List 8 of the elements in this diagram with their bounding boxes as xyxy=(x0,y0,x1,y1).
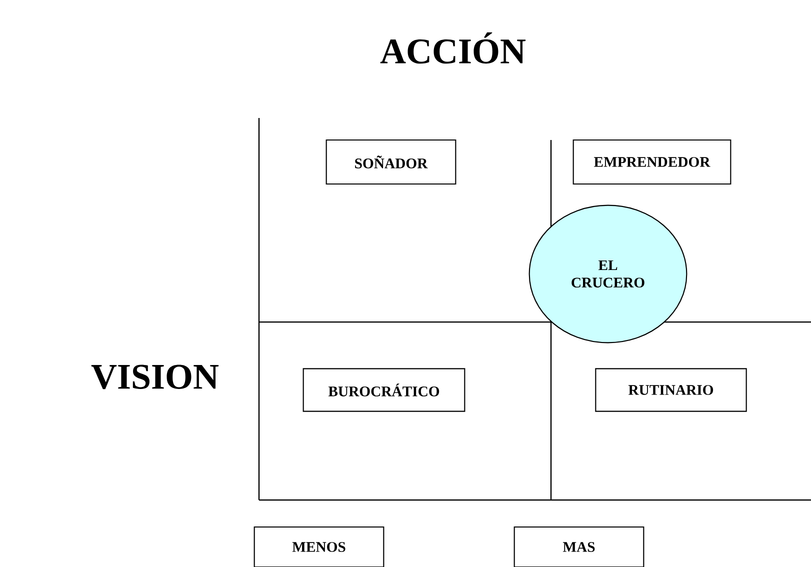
quadrant-box: MAS xyxy=(514,526,644,567)
quadrant-box: BUROCRÁTICO xyxy=(302,368,466,412)
quadrant-box: RUTINARIO xyxy=(595,368,747,412)
quadrant-box: SOÑADOR xyxy=(326,139,456,185)
title: ACCIÓN xyxy=(380,32,526,64)
quadrant-box: MENOS xyxy=(254,526,384,567)
axis-label: VISION xyxy=(91,364,219,390)
quadrant-box: EMPRENDEDOR xyxy=(572,139,732,185)
